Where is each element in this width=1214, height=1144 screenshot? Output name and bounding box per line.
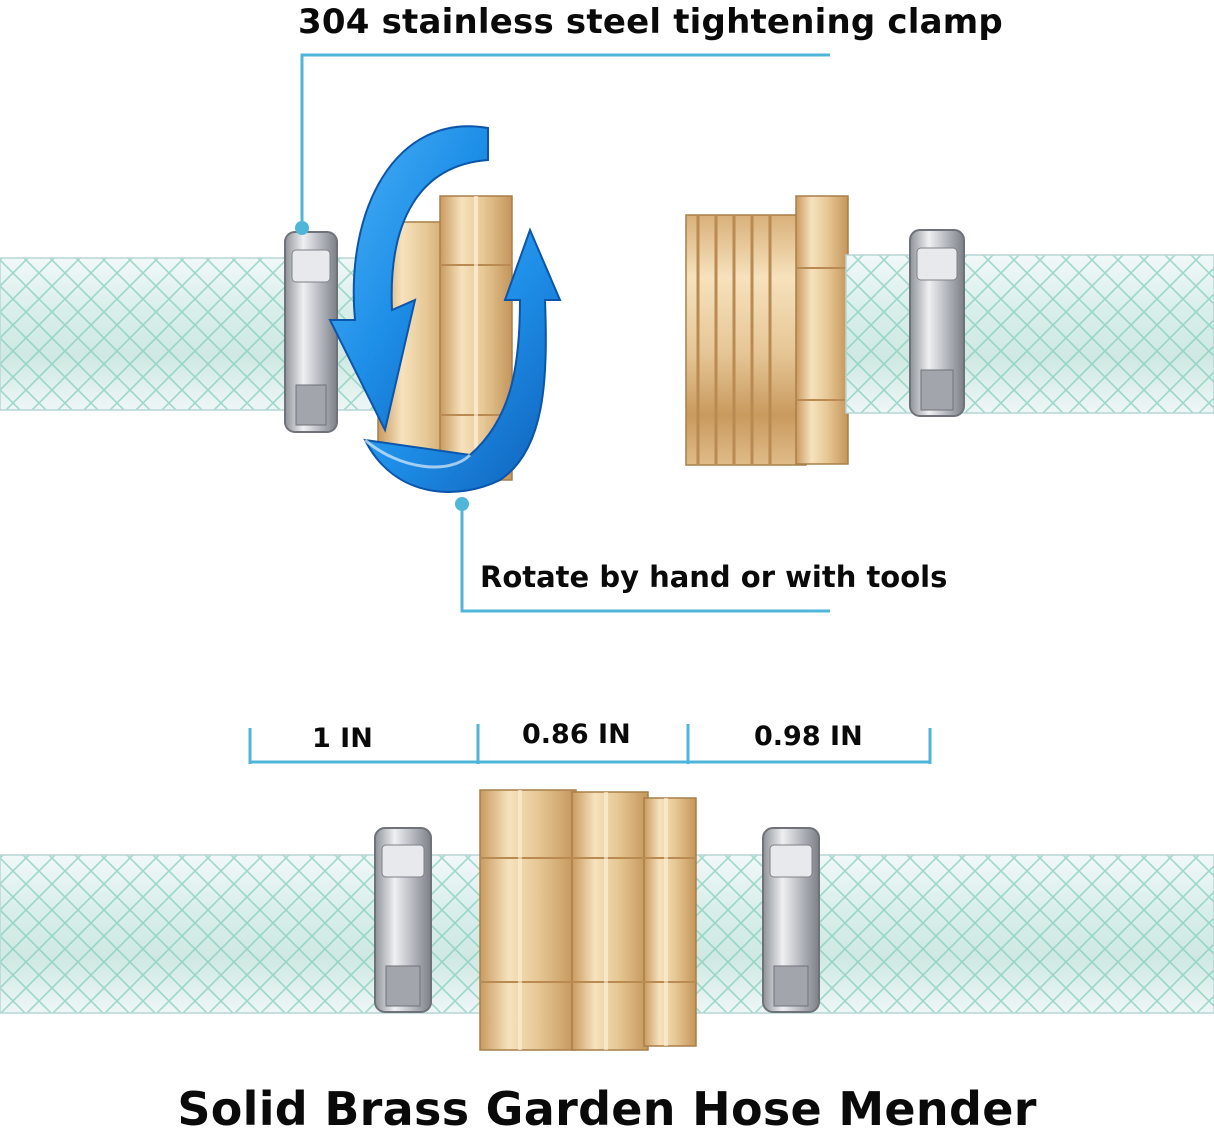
left-clamp-top <box>284 231 338 433</box>
brass-male-thread-top <box>685 195 849 466</box>
rotate-callout-dot <box>455 497 469 511</box>
bottom-right-clamp <box>762 827 820 1013</box>
right-clamp-top <box>909 229 965 417</box>
rotate-arrows-icon <box>328 125 562 493</box>
rotate-callout-label: Rotate by hand or with tools <box>480 560 948 594</box>
clamp-callout-label: 304 stainless steel tightening clamp <box>298 2 1003 42</box>
dimension-line <box>248 724 932 764</box>
brass-mender-body <box>479 789 697 1051</box>
bottom-left-clamp <box>374 827 432 1013</box>
dimension-label-1: 1 IN <box>312 723 373 754</box>
right-hose-top <box>845 254 1214 414</box>
clamp-callout-line <box>300 53 830 226</box>
clamp-callout-dot <box>295 221 309 235</box>
product-title: Solid Brass Garden Hose Mender <box>177 1082 1037 1136</box>
dimension-label-2: 0.86 IN <box>522 719 631 750</box>
rotate-callout-line <box>460 505 830 613</box>
dimension-label-3: 0.98 IN <box>754 721 863 752</box>
